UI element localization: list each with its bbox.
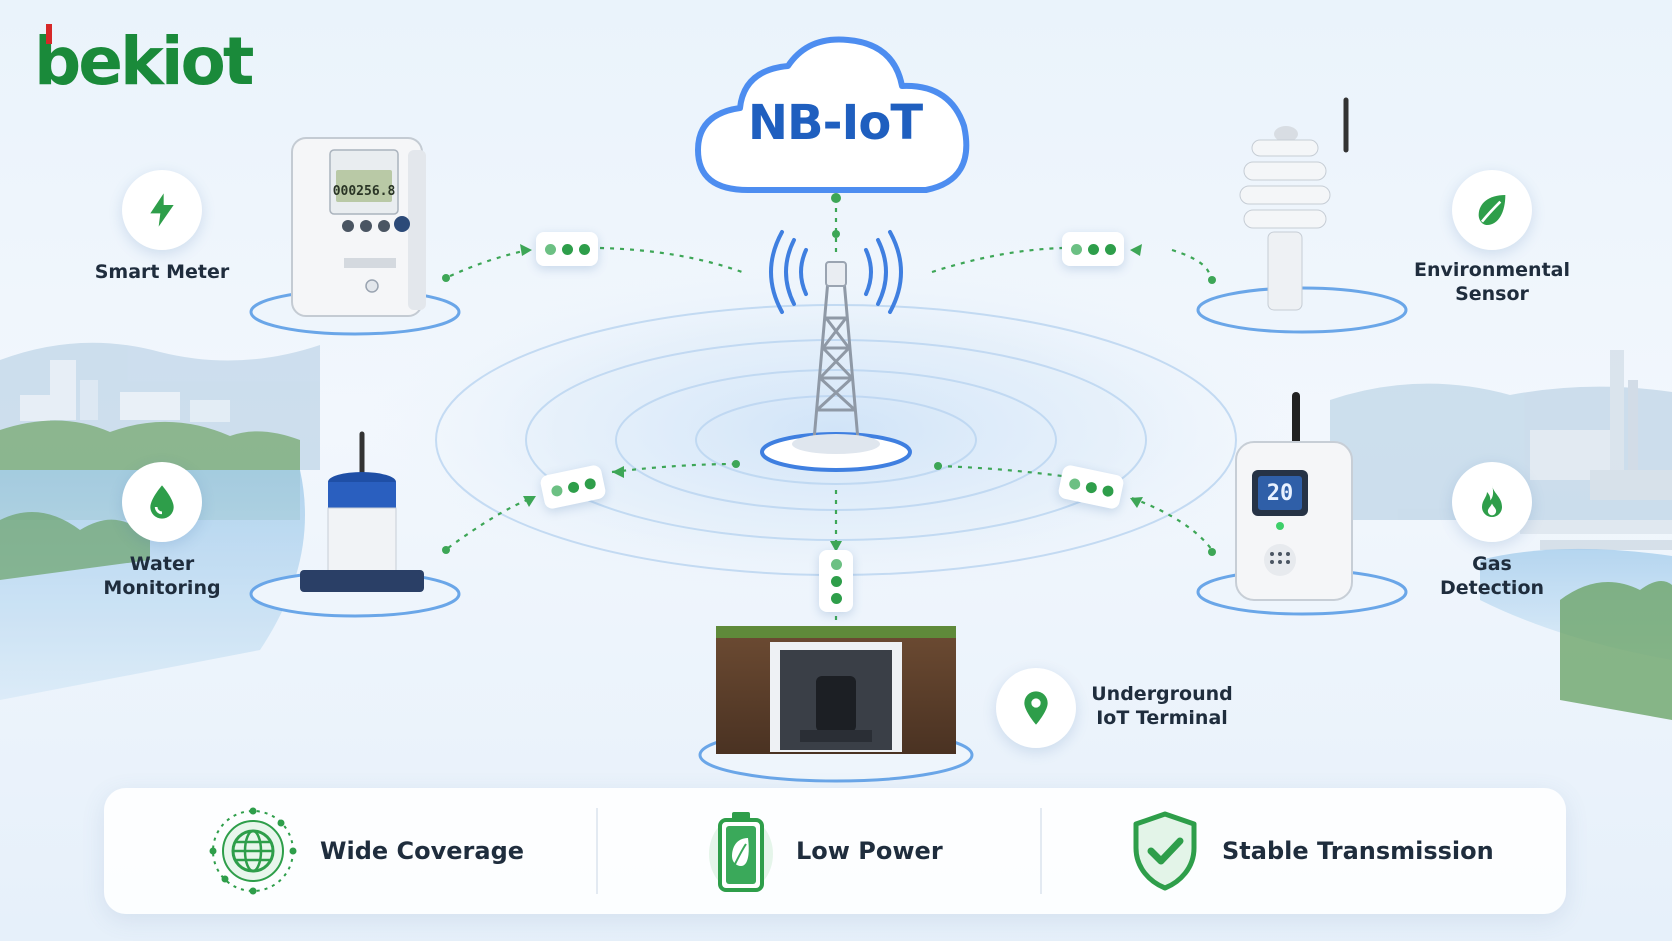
underground-terminal-badge (996, 668, 1076, 748)
cloud-label: NB-IoT (747, 95, 923, 151)
smart-meter-badge (122, 170, 202, 250)
logo-text: bekiot (34, 23, 254, 100)
feature-stable-transmission: Stable Transmission (1130, 788, 1494, 914)
water-drop-icon (150, 485, 174, 519)
left-scenery (0, 342, 320, 700)
logo-accent (46, 24, 52, 44)
feature-wide-coverage: Wide Coverage (208, 788, 524, 914)
feature-low-power: Low Power (708, 788, 943, 914)
bekiot-logo: bekiot (34, 24, 264, 100)
nb-iot-cloud: NB-IoT (688, 30, 982, 202)
data-packet-right-top (1062, 232, 1124, 266)
flame-icon (1482, 485, 1502, 517)
smart-meter-readout: 000256.8 (333, 184, 396, 199)
gas-detection-badge (1452, 462, 1532, 542)
connection-lines (447, 198, 1213, 636)
feature-divider (596, 808, 598, 894)
features-panel: Wide Coverage Low Power Stable Transmiss… (104, 788, 1566, 914)
cloud-icon (695, 36, 970, 193)
water-monitoring-device (300, 431, 424, 592)
underground-terminal-device (716, 626, 956, 754)
leaf-icon (1478, 195, 1506, 225)
feature-label-wide-coverage: Wide Coverage (320, 837, 525, 865)
environmental-sensor-badge (1452, 170, 1532, 250)
feature-divider (1040, 808, 1042, 894)
smart-meter-label: Smart Meter (94, 261, 230, 283)
lightning-icon (150, 193, 174, 227)
shield-check-icon (1133, 811, 1197, 891)
environmental-sensor-label: Environmental Sensor (1414, 259, 1570, 305)
gas-detection-label: Gas Detection (1439, 553, 1545, 599)
underground-terminal-label: Underground IoT Terminal (1091, 683, 1233, 729)
signal-waves (769, 230, 903, 314)
battery-leaf-icon (709, 812, 773, 892)
cell-tower (812, 279, 860, 441)
feature-label-low-power: Low Power (796, 837, 943, 865)
data-packet-bottom (819, 550, 853, 612)
water-monitoring-badge (122, 462, 202, 542)
location-pin-icon (1024, 691, 1048, 725)
water-monitoring-label: Water Monitoring (103, 553, 221, 599)
gas-detection-device (1235, 392, 1353, 601)
arrow-heads (520, 244, 1143, 552)
feature-label-stable-transmission: Stable Transmission (1222, 837, 1494, 865)
right-scenery (1330, 350, 1672, 720)
data-packet-left-top (536, 232, 598, 266)
globe-icon (209, 807, 297, 895)
smart-meter-device (291, 137, 426, 317)
gas-detection-readout: 20 (1267, 481, 1294, 506)
environmental-sensor-device (1239, 97, 1349, 311)
